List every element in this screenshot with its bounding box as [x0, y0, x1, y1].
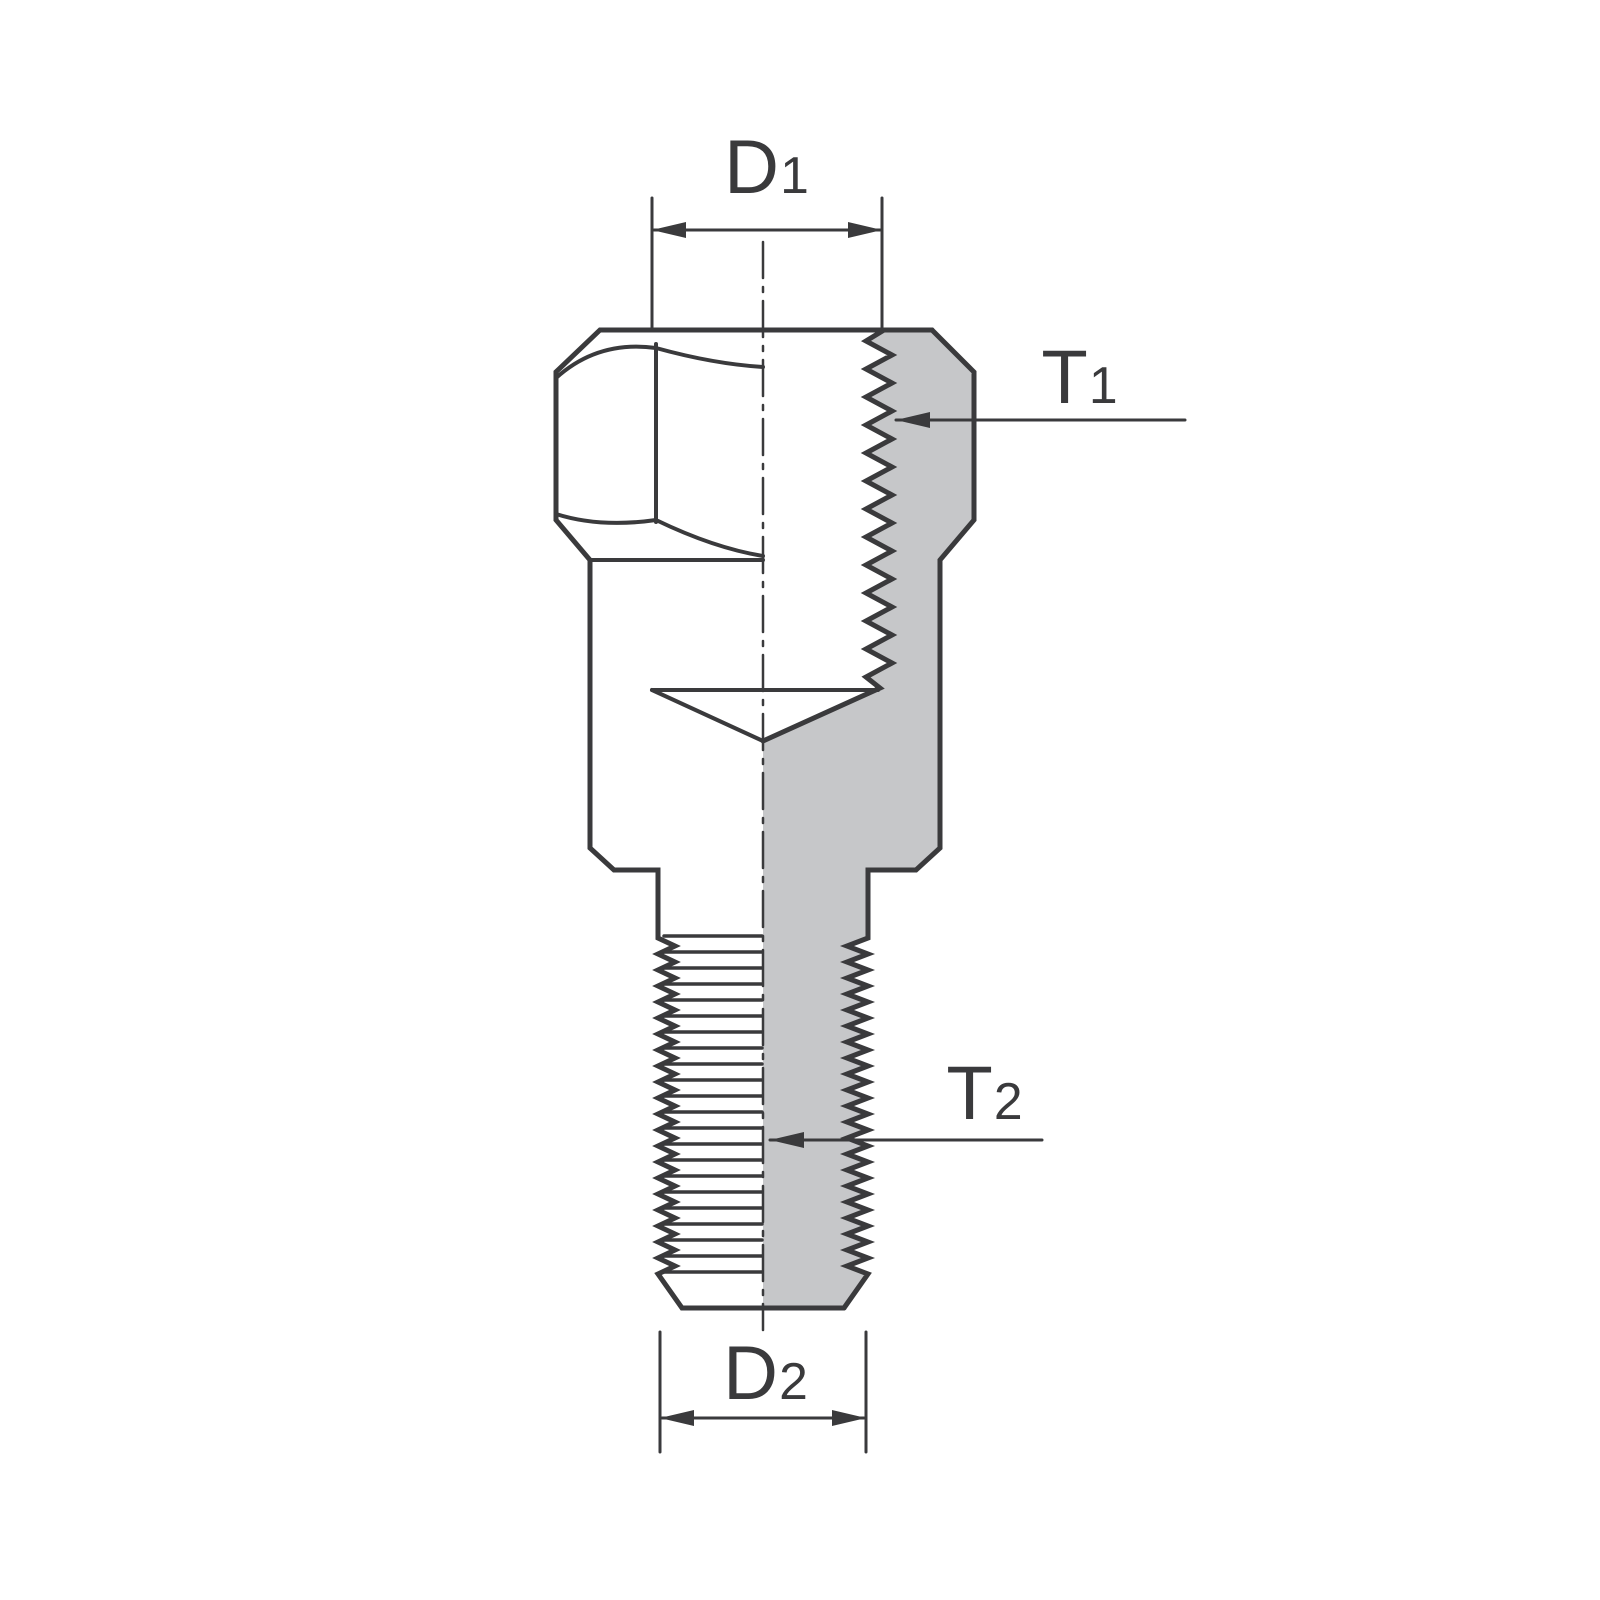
dimension-d2	[658, 1330, 868, 1454]
hex-facet-arc-bottom-middle	[654, 518, 765, 558]
hex-facet-lines	[554, 342, 765, 558]
dimension-d1	[650, 196, 884, 332]
t2-arrowhead	[770, 1132, 804, 1148]
hex-facet-arc-top-middle	[654, 346, 765, 369]
d1-arrow-left	[652, 222, 686, 238]
label-d1: D1	[724, 130, 810, 206]
thread-end-cone	[650, 688, 880, 743]
external-thread-lines	[662, 934, 764, 1274]
label-d2-main: D	[723, 1331, 780, 1416]
hex-facet-arc-top-left	[554, 344, 658, 380]
label-t2-sub: 2	[993, 1072, 1024, 1130]
adapter-drawing	[553, 196, 1187, 1454]
label-d1-sub: 1	[780, 146, 810, 204]
adapter-outline-left	[553, 327, 935, 1311]
cross-section-fill	[763, 330, 974, 1308]
label-d1-main: D	[724, 125, 781, 210]
d2-arrow-left	[660, 1410, 694, 1426]
label-t1: T1	[1041, 340, 1118, 416]
leader-t1	[894, 412, 1187, 428]
d2-arrow-right	[832, 1410, 866, 1426]
d1-arrow-right	[848, 222, 882, 238]
label-d2-sub: 2	[779, 1352, 809, 1410]
cone-slant-left	[650, 688, 765, 743]
label-t2: T2	[946, 1056, 1023, 1132]
t1-arrowhead	[896, 412, 930, 428]
label-t2-main: T	[946, 1051, 994, 1136]
label-d2: D2	[723, 1336, 809, 1412]
hex-facet-arc-bottom-left	[554, 512, 658, 525]
label-t1-main: T	[1041, 335, 1089, 420]
label-t1-sub: 1	[1088, 356, 1119, 414]
leader-t2	[768, 1132, 1044, 1148]
adapter-outline-right-section	[760, 327, 977, 1311]
